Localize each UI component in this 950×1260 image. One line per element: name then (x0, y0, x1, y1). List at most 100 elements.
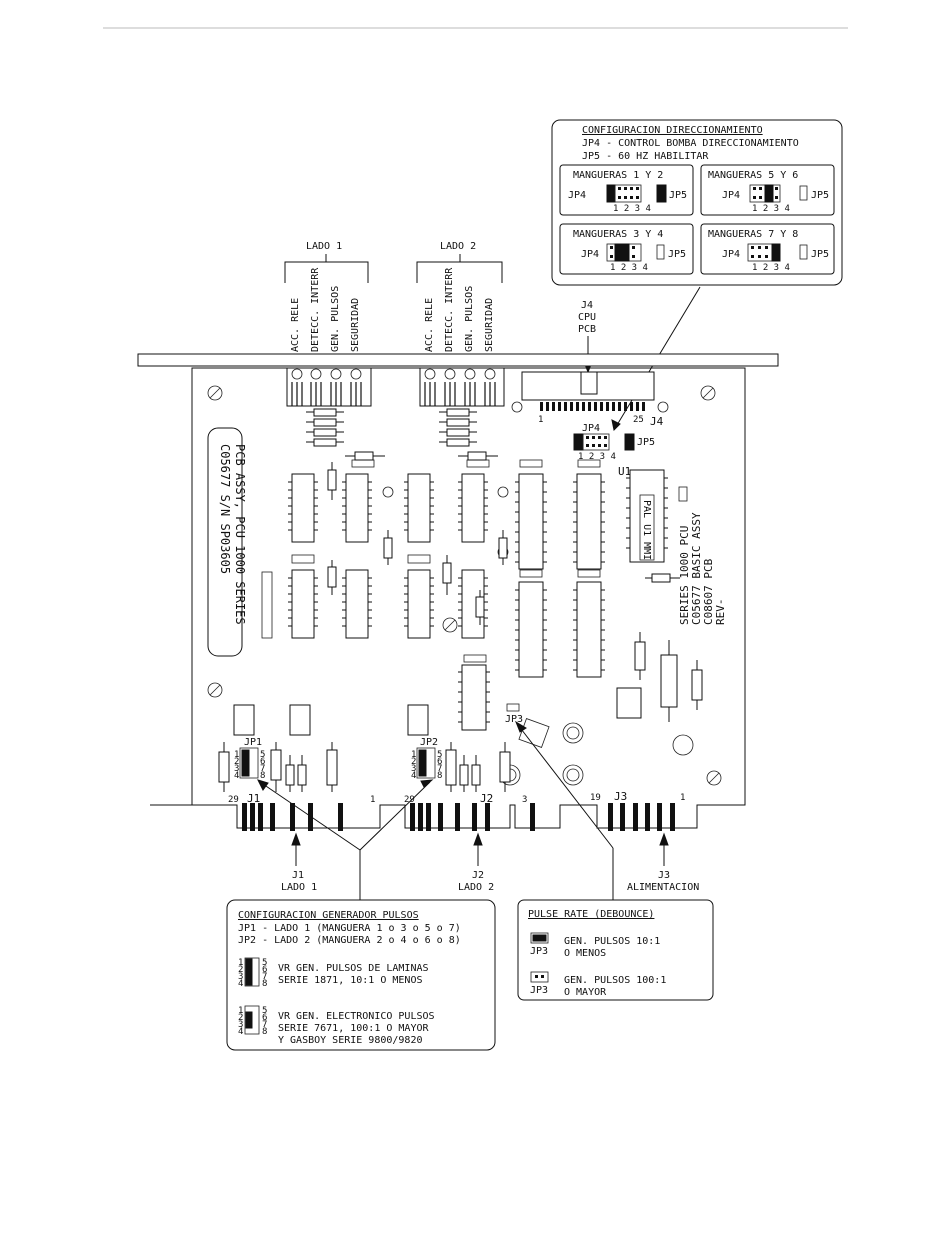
pcb-board: 1 25 J4 JP4 1 2 3 4 JP5 C05677 S/N SP036… (137, 353, 779, 831)
jp1-pin1: 1 (234, 750, 239, 760)
resistor-stack-lado2 (439, 408, 477, 447)
jp4-board-pins: 1 2 3 4 (578, 452, 616, 462)
jp5-label: JP5 (668, 249, 686, 260)
panel-title: MANGUERAS 5 Y 6 (708, 170, 798, 181)
jp1-pin3: 3 (234, 764, 239, 774)
jp5-label: JP5 (811, 249, 829, 260)
j4-callout-line3: PCB (578, 324, 596, 335)
config-dir-line1: JP4 - CONTROL BOMBA DIRECCIONAMIENTO (582, 138, 799, 149)
u1-text: PAL U1 MMI (641, 500, 652, 560)
jp5-board-label: JP5 (637, 437, 655, 448)
jp4-board-label: JP4 (582, 423, 600, 434)
pulse-opt1-line2: O MENOS (564, 948, 606, 959)
chip-u1: U1 PAL U1 MMI (618, 465, 665, 563)
j4-header: 1 25 J4 (511, 371, 669, 428)
pulse-opt2-line2: O MAYOR (564, 987, 607, 998)
lado2-labels: LADO 2 ACC. RELE DETECC. INTERR GEN. PUL… (416, 241, 503, 352)
j4-pin25: 25 (633, 415, 644, 425)
lado1-col-gen-pulsos: GEN. PULSOS (330, 286, 341, 352)
panel-mangueras-1-2: MANGUERAS 1 Y 2 JP4 1 2 3 4 JP5 (559, 164, 694, 216)
gen-option-laminas: 1 2 3 4 5 6 7 8 VR GEN. PULSOS DE LAMINA… (238, 957, 429, 989)
opt1-line1: VR GEN. PULSOS DE LAMINAS (278, 963, 429, 974)
j1-caption-1: J1 (292, 870, 304, 881)
gen-option-electronico: 1 2 3 4 5 6 7 8 VR GEN. ELECTRONICO PULS… (238, 1005, 435, 1046)
jp1-pin8: 8 (260, 771, 265, 781)
board-label-line1: C05677 S/N SP03605 (218, 444, 232, 574)
lado2-title: LADO 2 (440, 241, 476, 252)
pulse-rate-title: PULSE RATE (DEBOUNCE) (528, 909, 654, 920)
edge-connector-labels: 29 J1 1 29 J2 3 19 J3 1 (228, 790, 685, 805)
j3-pin-right: 1 (680, 793, 685, 803)
leader-lines-jp1-jp2 (257, 779, 434, 900)
j1-pin-right: 1 (370, 795, 375, 805)
lado2-col-seguridad: SEGURIDAD (484, 298, 495, 352)
series-line1: SERIES 1000 PCU (678, 526, 691, 625)
edge-fingers (242, 803, 675, 831)
pulse-jp3-1: JP3 (530, 946, 548, 957)
board-label-box: C05677 S/N SP03605 PCB ASSY, PCU 1000 SE… (207, 427, 247, 657)
opt1-pin7: 7 (262, 972, 267, 982)
lado1-col-seguridad: SEGURIDAD (350, 298, 361, 352)
jp2-board: JP2 1 2 3 4 5 6 7 8 (411, 737, 442, 781)
j3-pin-left: 19 (590, 793, 601, 803)
jp4-label: JP4 (722, 249, 740, 260)
lado1-title: LADO 1 (306, 241, 342, 252)
opt2-line1: VR GEN. ELECTRONICO PULSOS (278, 1011, 435, 1022)
jp3-board: JP3 (505, 703, 523, 725)
opt2-line3: Y GASBOY SERIE 9800/9820 (278, 1035, 423, 1046)
u1-label: U1 (618, 465, 631, 478)
jp1-pin5: 5 (260, 750, 265, 760)
opt1-pin4: 4 (238, 979, 243, 989)
config-dir-title: CONFIGURACION DIRECCIONAMIENTO (582, 125, 763, 136)
jp4-label: JP4 (722, 190, 740, 201)
opt2-pin7: 7 (262, 1020, 267, 1030)
series-text: SERIES 1000 PCU C05677 BASIC ASSY C08607… (678, 512, 727, 625)
opt2-pin5: 5 (262, 1006, 267, 1016)
jp3-board-label: JP3 (505, 714, 523, 725)
opt2-pin1: 1 (238, 1006, 243, 1016)
panel-mangueras-7-8: MANGUERAS 7 Y 8 JP4 1 2 3 4 JP5 (700, 223, 835, 275)
opt1-pin5: 5 (262, 958, 267, 968)
jp1-pin6: 6 (260, 757, 265, 767)
lado1-col-acc-rele: ACC. RELE (290, 298, 301, 352)
j2-caption-2: LADO 2 (458, 882, 494, 893)
jp5-label: JP5 (811, 190, 829, 201)
j3-caption-2: ALIMENTACION (627, 882, 699, 893)
opt2-pin4: 4 (238, 1027, 243, 1037)
jp2-pin4: 4 (411, 771, 416, 781)
jp2-board-label: JP2 (420, 737, 438, 748)
panel-mangueras-5-6: MANGUERAS 5 Y 6 JP4 1 2 3 4 JP5 (700, 164, 835, 216)
series-line2: C05677 BASIC ASSY (690, 512, 703, 625)
jp4-label: JP4 (581, 249, 599, 260)
j4-callout-line1: J4 (581, 300, 593, 311)
arrow-head (611, 419, 621, 432)
pulse-opt1-line1: GEN. PULSOS 10:1 (564, 936, 660, 947)
lado1-top-connector (286, 367, 372, 407)
jp2-pin3: 3 (411, 764, 416, 774)
config-direccionamiento-box: CONFIGURACION DIRECCIONAMIENTO JP4 - CON… (551, 119, 843, 286)
jp2-pin6: 6 (437, 757, 442, 767)
jp1-pin4: 4 (234, 771, 239, 781)
j2-caption-1: J2 (472, 870, 484, 881)
opt2-line2: SERIE 7671, 100:1 O MAYOR (278, 1023, 429, 1034)
opt2-pin6: 6 (262, 1013, 267, 1023)
board-label-line2: PCB ASSY, PCU 1000 SERIES (233, 444, 247, 625)
resistor-stack-lado1 (306, 408, 344, 447)
jp2-pin8: 8 (437, 771, 442, 781)
lado2-col-detecc-interr: DETECC. INTERR (444, 267, 455, 352)
j1-pin-left: 29 (228, 795, 239, 805)
jp1-board: JP1 1 2 3 4 5 6 7 8 (234, 737, 265, 781)
opt1-line2: SERIE 1871, 10:1 O MENOS (278, 975, 423, 986)
jp2-pin7: 7 (437, 764, 442, 774)
j3-board-label: J3 (614, 790, 627, 803)
jp1-pin2: 2 (234, 757, 239, 767)
j4-board-label: J4 (650, 415, 664, 428)
leader-line-jp3 (514, 720, 614, 900)
jp4-jp5-board: JP4 1 2 3 4 JP5 (573, 423, 655, 462)
ic-chips (233, 459, 642, 736)
opt1-pin1: 1 (238, 958, 243, 968)
screw-icons (207, 385, 722, 786)
series-line4: REV- (714, 599, 727, 626)
j2-pin-right: 3 (522, 795, 527, 805)
